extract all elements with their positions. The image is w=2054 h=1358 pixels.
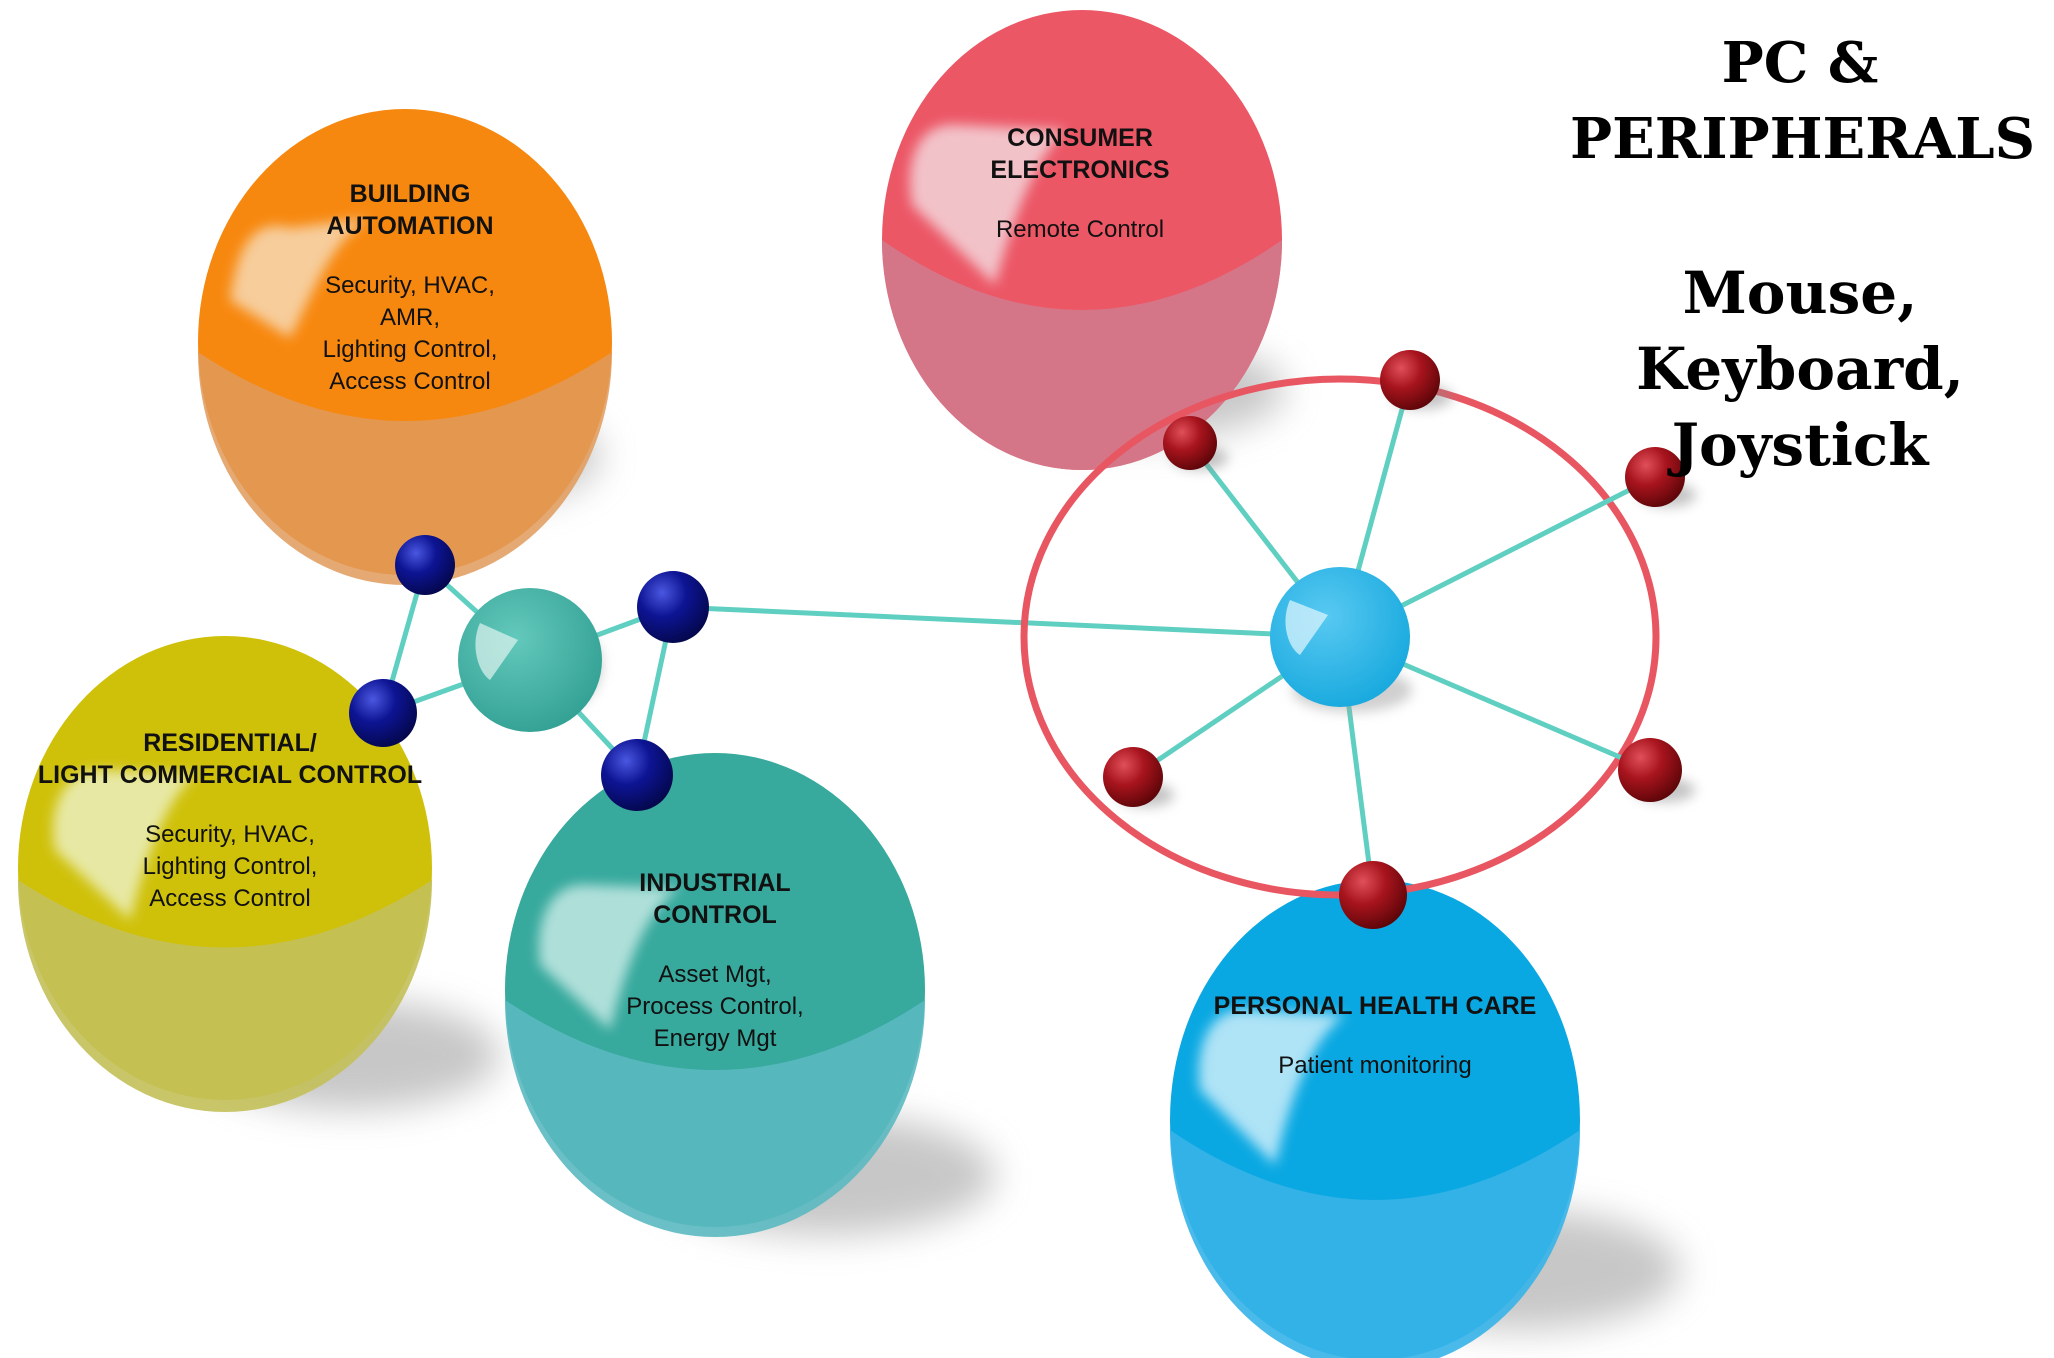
sphere-personal-health-care	[1170, 880, 1580, 1358]
sphere-residential	[18, 636, 432, 1112]
title-line: LIGHT COMMERCIAL CONTROL	[37, 761, 423, 789]
sphere-title: BUILDING AUTOMATION	[260, 178, 560, 242]
nodes-red	[1103, 350, 1696, 929]
title-line: ELECTRONICS	[990, 156, 1170, 184]
title-line: CONTROL	[653, 901, 777, 929]
headline-title: PC & PERIPHERALS	[1570, 25, 2036, 177]
desc-line: Lighting Control,	[142, 853, 318, 880]
sphere-title: PERSONAL HEALTH CARE	[1185, 990, 1565, 1022]
desc-line: Remote Control	[995, 216, 1165, 243]
desc-line: AMR,	[380, 304, 440, 331]
label-personal-health-care: PERSONAL HEALTH CARE Patient monitoring	[1185, 990, 1565, 1082]
desc-line: Access Control	[149, 885, 311, 912]
title-line: CONSUMER	[1007, 124, 1153, 152]
sphere-description: Remote Control	[930, 214, 1230, 246]
sphere-description: Patient monitoring	[1185, 1050, 1565, 1082]
desc-line: Lighting Control,	[322, 336, 498, 363]
hub-blue	[1270, 567, 1412, 712]
title-line: PERSONAL HEALTH CARE	[1213, 992, 1537, 1020]
sphere-title: RESIDENTIAL/ LIGHT COMMERCIAL CONTROL	[20, 727, 440, 791]
label-industrial-control: INDUSTRIAL CONTROL Asset Mgt, Process Co…	[560, 867, 870, 1055]
headline-devices-line: Joystick	[1671, 411, 1929, 479]
nodes-navy	[349, 535, 709, 811]
sphere-industrial-control	[505, 753, 925, 1237]
headline-title-line: PERIPHERALS	[1570, 106, 2036, 172]
desc-line: Security, HVAC,	[325, 272, 495, 299]
label-consumer-electronics: CONSUMER ELECTRONICS Remote Control	[930, 122, 1230, 246]
title-line: BUILDING	[349, 180, 471, 208]
title-line: INDUSTRIAL	[639, 869, 791, 897]
desc-line: Energy Mgt	[653, 1025, 777, 1052]
sphere-description: Asset Mgt, Process Control, Energy Mgt	[560, 959, 870, 1055]
title-line: RESIDENTIAL/	[143, 729, 317, 757]
title-line: AUTOMATION	[326, 212, 494, 240]
sphere-title: CONSUMER ELECTRONICS	[930, 122, 1230, 186]
label-residential: RESIDENTIAL/ LIGHT COMMERCIAL CONTROL Se…	[20, 727, 440, 915]
headline-devices-line: Mouse,	[1682, 259, 1918, 327]
desc-line: Patient monitoring	[1278, 1052, 1472, 1079]
headline-title-line: PC &	[1721, 30, 1879, 96]
hub-teal	[458, 588, 602, 732]
sphere-description: Security, HVAC, AMR, Lighting Control, A…	[260, 270, 560, 398]
sphere-title: INDUSTRIAL CONTROL	[560, 867, 870, 931]
label-building-automation: BUILDING AUTOMATION Security, HVAC, AMR,…	[260, 178, 560, 398]
sphere-description: Security, HVAC, Lighting Control, Access…	[20, 819, 440, 915]
desc-line: Process Control,	[626, 993, 804, 1020]
desc-line: Security, HVAC,	[145, 821, 315, 848]
headline-devices: Mouse, Keyboard, Joystick	[1570, 255, 2030, 483]
sphere-building-automation	[198, 109, 612, 585]
desc-line: Asset Mgt,	[658, 961, 772, 988]
desc-line: Access Control	[329, 368, 491, 395]
headline-devices-line: Keyboard,	[1636, 335, 1964, 403]
